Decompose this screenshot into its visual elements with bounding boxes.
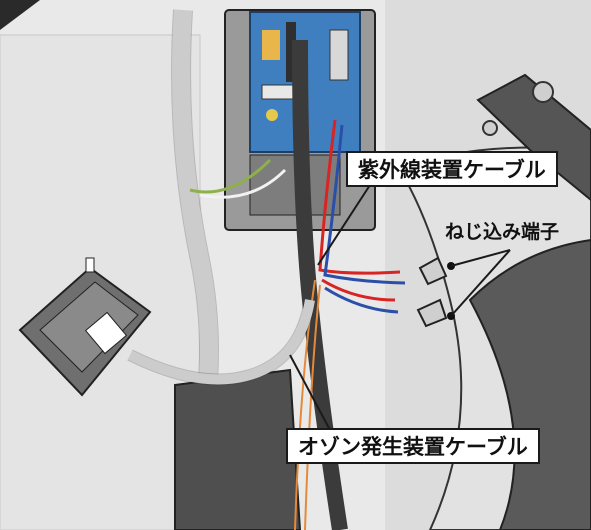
board-connector xyxy=(329,29,349,81)
uv-device-module-icon xyxy=(18,257,152,397)
white-hose-outline xyxy=(171,9,219,381)
bracket-bolt xyxy=(532,81,554,103)
ground-wire xyxy=(189,158,272,194)
screw-leader xyxy=(450,249,511,317)
bracket-bolt xyxy=(482,120,498,136)
blue-wire xyxy=(323,124,406,285)
ozone-cable-label: オゾン発生装置ケーブル xyxy=(286,428,540,464)
red-wire xyxy=(321,278,396,302)
white-wire xyxy=(199,168,287,199)
corner-mark xyxy=(0,0,40,30)
uv-cable-label: 紫外線装置ケーブル xyxy=(346,151,558,187)
board-component xyxy=(262,30,280,60)
screw-terminal-label: ねじ込み端子 xyxy=(445,221,560,243)
screw-terminal-icon xyxy=(418,256,448,286)
ozone-cable xyxy=(127,299,315,385)
ozone-cable-outline xyxy=(127,298,316,386)
blue-wire xyxy=(324,286,399,314)
white-hose xyxy=(172,9,218,381)
screw-leader xyxy=(450,249,511,267)
board-component xyxy=(286,22,296,82)
top-right-bracket xyxy=(476,73,591,202)
lower-housing xyxy=(174,368,302,530)
screw-terminal-icon xyxy=(416,298,448,328)
uv-cable-leader xyxy=(317,184,371,266)
ozone-cable-leader xyxy=(289,354,331,431)
board-capacitor xyxy=(266,109,278,121)
